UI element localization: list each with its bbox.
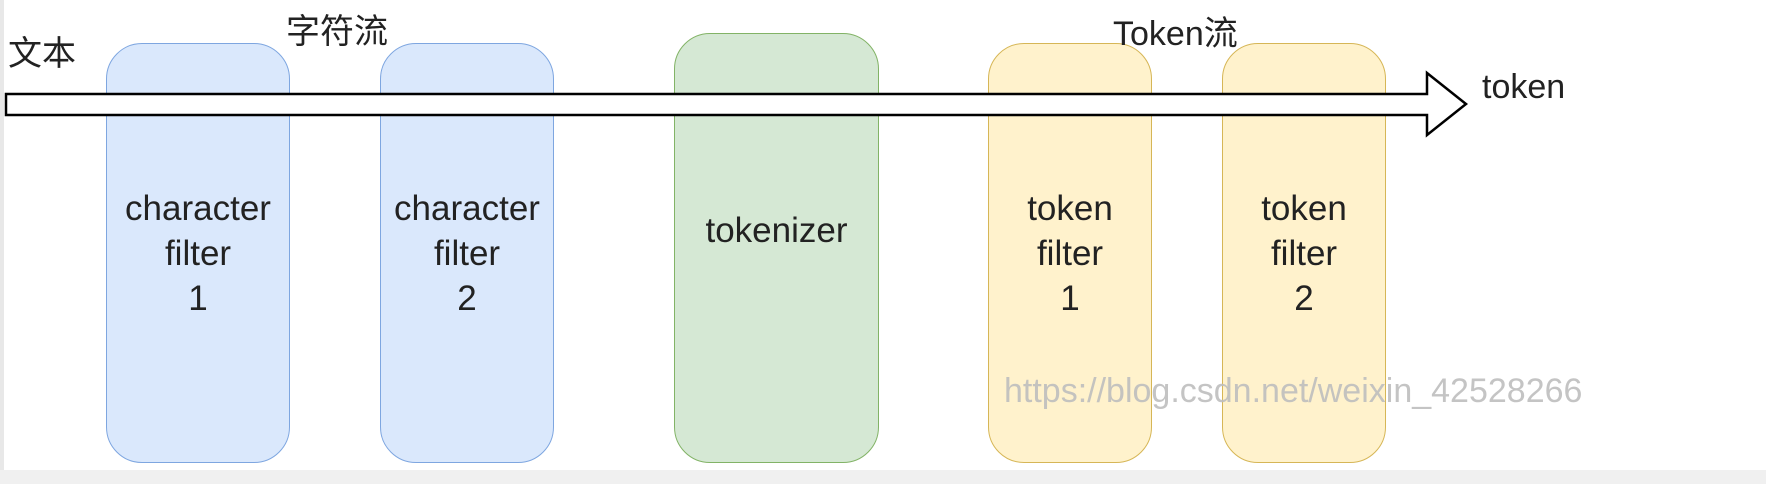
tokenizer-box: tokenizer <box>674 33 879 463</box>
token-filter-1-label: token filter 1 <box>1027 188 1113 318</box>
bottom-edge <box>0 470 1766 484</box>
token-stream-label: Token流 <box>1113 15 1238 53</box>
watermark-text: https://blog.csdn.net/weixin_42528266 <box>1004 372 1583 410</box>
character-filter-2-label: character filter 2 <box>394 188 540 318</box>
tokenizer-label: tokenizer <box>705 210 848 250</box>
input-text-label: 文本 <box>8 35 76 73</box>
char-stream-label: 字符流 <box>286 13 388 51</box>
output-token-label: token <box>1482 68 1566 106</box>
left-edge <box>0 0 4 484</box>
character-filter-2-box: character filter 2 <box>380 43 554 463</box>
character-filter-1-label: character filter 1 <box>125 188 271 318</box>
token-filter-2-label: token filter 2 <box>1261 188 1347 318</box>
character-filter-1-box: character filter 1 <box>106 43 290 463</box>
